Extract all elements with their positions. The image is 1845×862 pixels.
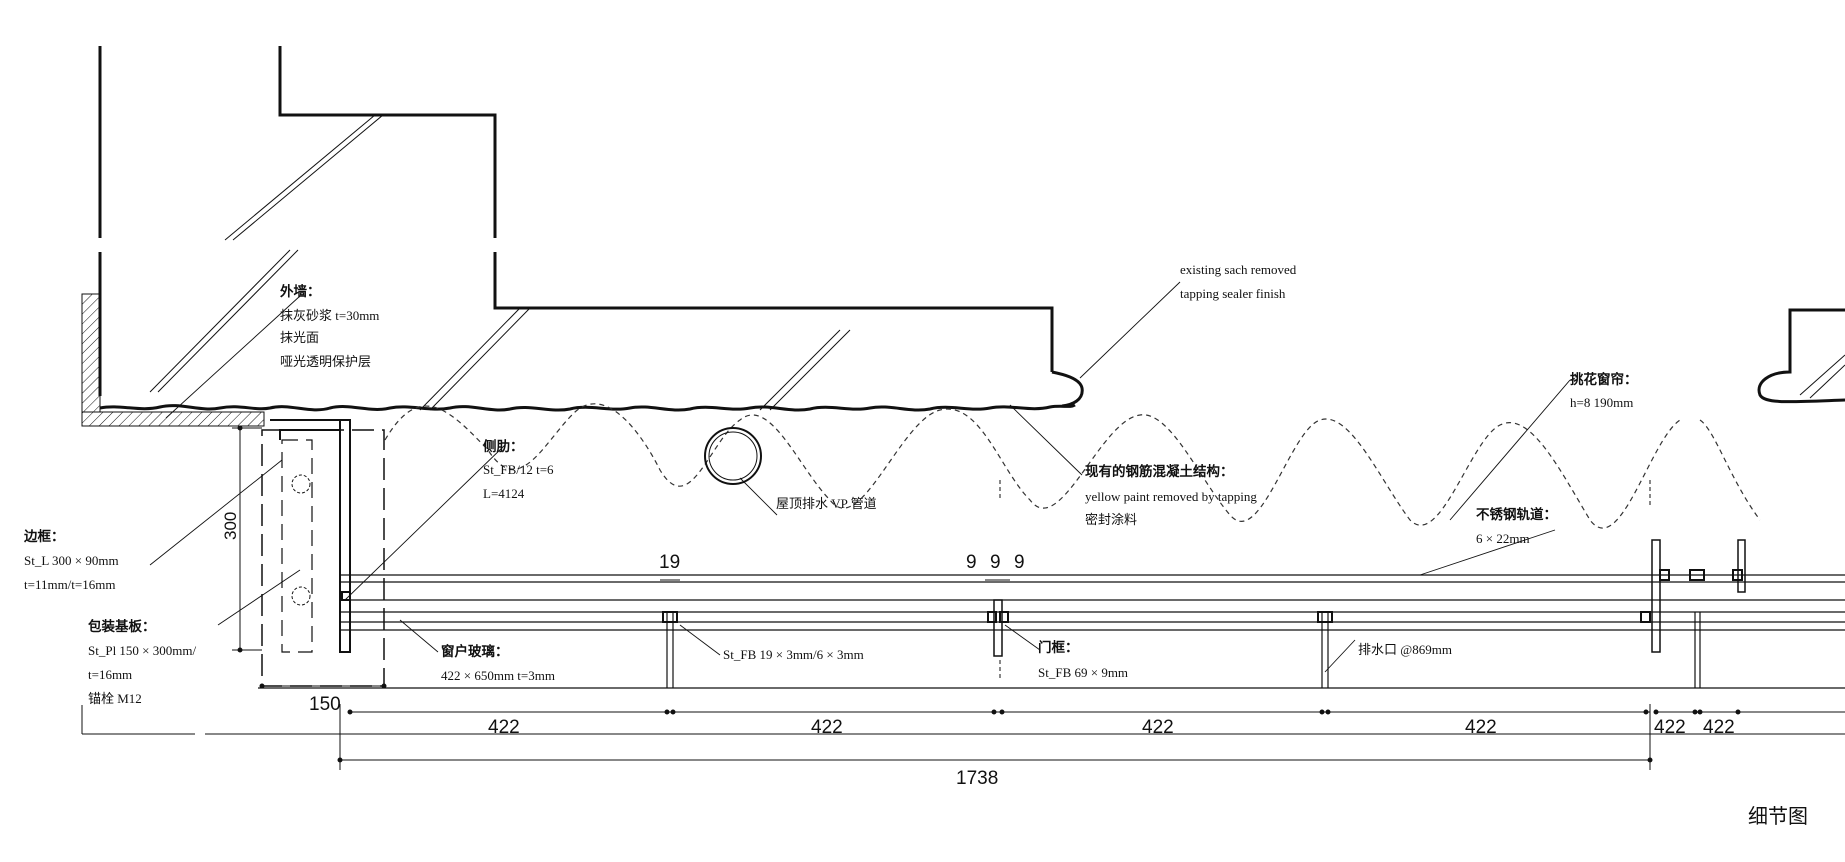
dim-9c: 9 (1014, 552, 1025, 573)
dim-422-3: 422 (1142, 717, 1174, 738)
note-wall-2: 抹光面 (280, 330, 319, 345)
note-edge-1: St_L 300 × 90mm (24, 553, 119, 568)
note-rib-2: L=4124 (483, 486, 525, 501)
vp-pipe (704, 427, 762, 485)
note-lattice-1: h=8 190mm (1570, 395, 1633, 410)
note-base-1: St_Pl 150 × 300mm/ (88, 643, 196, 658)
note-rail-title: 不锈钢轨道： (1476, 506, 1557, 522)
note-flatbar: St_FB 19 × 3mm/6 × 3mm (723, 647, 864, 662)
adjacent-structure (1757, 308, 1845, 404)
leader-lines (149, 281, 1571, 673)
note-pipe: 屋顶排水 VP 管道 (776, 496, 877, 511)
hatched-wall (81, 293, 265, 427)
note-lattice-title: 挑花窗帘： (1570, 371, 1638, 387)
edge-frame (258, 419, 1845, 689)
note-glass-title: 窗户玻璃： (441, 643, 509, 659)
annotations: existing sach removed tapping sealer fin… (23, 262, 1638, 706)
note-frame-1: St_FB 69 × 9mm (1038, 665, 1128, 680)
dim-422-5: 422 (1654, 717, 1686, 738)
note-existing-1: existing sach removed (1180, 262, 1297, 277)
note-base-3: 锚栓 M12 (88, 691, 142, 706)
note-rib-title: 侧肋： (483, 438, 524, 454)
dim-1738: 1738 (956, 768, 998, 789)
note-edge-title: 边框： (23, 528, 65, 544)
rail-system (340, 539, 1845, 688)
note-existing-2: tapping sealer finish (1180, 286, 1286, 301)
note-frame-title: 门框： (1038, 639, 1079, 655)
note-base-title: 包装基板： (88, 618, 156, 634)
drawing-caption: 细节图 (1748, 806, 1808, 828)
note-concrete-title: 现有的钢筋混凝土结构： (1085, 463, 1234, 479)
note-drain: 排水口 @869mm (1358, 642, 1452, 657)
dim-150: 150 (309, 694, 341, 715)
dim-422-4: 422 (1465, 717, 1497, 738)
dimension-lines (81, 425, 1845, 770)
concrete-structure (98, 46, 1084, 412)
dim-9a: 9 (966, 552, 977, 573)
note-rail-1: 6 × 22mm (1476, 531, 1530, 546)
note-concrete-1: yellow paint removed by tapping (1085, 489, 1257, 504)
note-edge-2: t=11mm/t=16mm (24, 577, 115, 592)
note-rib-1: St_FB/12 t=6 (483, 462, 554, 477)
note-glass-1: 422 × 650mm t=3mm (441, 668, 555, 683)
note-base-2: t=16mm (88, 667, 132, 682)
dim-422-6: 422 (1703, 717, 1735, 738)
dim-422-2: 422 (811, 717, 843, 738)
lattice-curtain-curve (384, 403, 1761, 529)
note-wall-1: 抹灰砂浆 t=30mm (280, 308, 379, 323)
note-wall-title: 外墙： (280, 283, 321, 299)
note-concrete-2: 密封涂料 (1085, 512, 1137, 527)
note-wall-3: 哑光透明保护层 (280, 354, 371, 369)
dim-19: 19 (659, 552, 680, 573)
dimension-texts: 19 9 9 9 300 150 422 422 422 422 422 422… (221, 512, 1735, 789)
dim-422-1: 422 (488, 717, 520, 738)
dim-9b: 9 (990, 552, 1001, 573)
dim-300: 300 (221, 512, 240, 540)
